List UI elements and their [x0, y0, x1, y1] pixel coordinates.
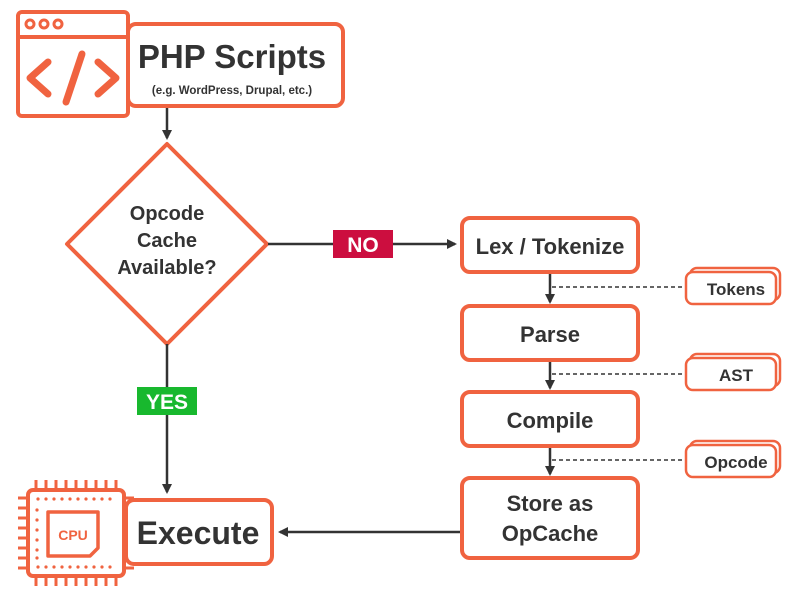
opcode-label: Opcode	[704, 453, 767, 472]
lex-tokenize-label: Lex / Tokenize	[476, 234, 625, 259]
yes-badge-label: YES	[146, 391, 188, 414]
no-badge-label: NO	[347, 234, 379, 257]
tokens-stack: Tokens	[684, 266, 782, 306]
yes-badge: YES	[137, 387, 197, 415]
store-line-2: OpCache	[502, 521, 599, 546]
decision-diamond: Opcode Cache Available?	[65, 142, 269, 346]
ast-stack: AST	[684, 352, 782, 392]
store-line-1: Store as	[507, 491, 594, 516]
compile-label: Compile	[507, 408, 594, 433]
parse-label: Parse	[520, 322, 580, 347]
php-scripts-box: PHP Scripts (e.g. WordPress, Drupal, etc…	[126, 22, 345, 108]
php-scripts-title: PHP Scripts	[138, 38, 326, 75]
ast-label: AST	[719, 366, 754, 385]
php-scripts-subtitle: (e.g. WordPress, Drupal, etc.)	[152, 85, 312, 97]
no-badge: NO	[333, 230, 393, 258]
compile-box: Compile	[460, 390, 640, 448]
store-opcache-box: Store as OpCache	[460, 476, 640, 560]
code-window-icon	[16, 10, 130, 118]
parse-box: Parse	[460, 304, 640, 362]
decision-line-1: Opcode	[130, 203, 204, 225]
execute-label: Execute	[137, 515, 260, 551]
execute-box: Execute	[124, 498, 274, 566]
decision-line-3: Available?	[117, 257, 216, 279]
decision-line-2: Cache	[137, 230, 197, 252]
cpu-chip-icon: CPU	[18, 480, 134, 586]
tokens-label: Tokens	[707, 280, 765, 299]
opcode-stack: Opcode	[684, 439, 782, 479]
cpu-chip-label: CPU	[58, 527, 88, 543]
lex-tokenize-box: Lex / Tokenize	[460, 216, 640, 274]
